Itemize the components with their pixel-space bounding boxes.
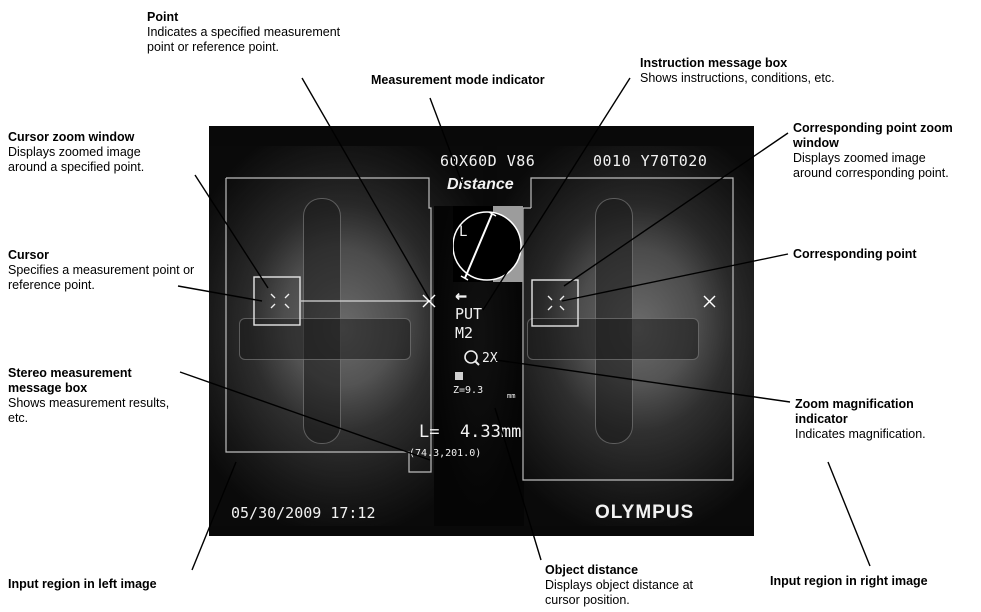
label-cursor-zoom: Cursor zoom window Displays zoomed image… — [8, 130, 168, 175]
label-stereo-msg-desc: Shows measurement results, etc. — [8, 396, 178, 426]
label-right-region-title: Input region in right image — [770, 574, 980, 589]
callout-left-region — [192, 462, 236, 570]
label-corr-point: Corresponding point — [793, 247, 973, 262]
label-mode-indicator: Measurement mode indicator — [371, 73, 611, 88]
label-left-region-title: Input region in left image — [8, 577, 248, 592]
label-cursor-title: Cursor — [8, 248, 198, 263]
label-point-desc: Indicates a specified measurement point … — [147, 25, 367, 55]
label-point: Point Indicates a specified measurement … — [147, 10, 367, 55]
label-corr-zoom-title: Corresponding point zoom window — [793, 121, 963, 151]
label-instruction: Instruction message box Shows instructio… — [640, 56, 880, 86]
label-corr-zoom-desc: Displays zoomed image around correspondi… — [793, 151, 963, 181]
callout-object-distance — [495, 408, 541, 560]
label-zoom-mag-desc: Indicates magnification. — [795, 427, 965, 442]
callout-instruction — [483, 78, 630, 310]
label-object-distance-desc: Displays object distance at cursor posit… — [545, 578, 725, 608]
callout-zoom-mag — [496, 360, 790, 402]
label-left-region: Input region in left image — [8, 577, 248, 592]
callout-cursor-zoom — [195, 175, 268, 288]
label-mode-indicator-title: Measurement mode indicator — [371, 73, 611, 88]
callout-corr-point — [562, 254, 788, 301]
label-right-region: Input region in right image — [770, 574, 980, 589]
label-stereo-msg-title: Stereo measurement message box — [8, 366, 178, 396]
callout-corr-zoom — [564, 133, 788, 286]
label-cursor-zoom-title: Cursor zoom window — [8, 130, 168, 145]
label-point-title: Point — [147, 10, 367, 25]
callout-right-region — [828, 462, 870, 566]
label-cursor-desc: Specifies a measurement point or referen… — [8, 263, 198, 293]
label-corr-point-title: Corresponding point — [793, 247, 973, 262]
label-zoom-mag: Zoom magnification indicator Indicates m… — [795, 397, 965, 442]
label-cursor-zoom-desc: Displays zoomed image around a specified… — [8, 145, 168, 175]
callout-mode-indicator — [430, 98, 462, 183]
label-cursor: Cursor Specifies a measurement point or … — [8, 248, 198, 293]
label-stereo-msg: Stereo measurement message box Shows mea… — [8, 366, 178, 426]
label-corr-zoom: Corresponding point zoom window Displays… — [793, 121, 963, 181]
label-zoom-mag-title: Zoom magnification indicator — [795, 397, 965, 427]
callout-stereo-msg — [180, 372, 430, 460]
label-object-distance: Object distance Displays object distance… — [545, 563, 725, 608]
callout-point — [302, 78, 430, 300]
label-instruction-desc: Shows instructions, conditions, etc. — [640, 71, 880, 86]
label-object-distance-title: Object distance — [545, 563, 725, 578]
label-instruction-title: Instruction message box — [640, 56, 880, 71]
